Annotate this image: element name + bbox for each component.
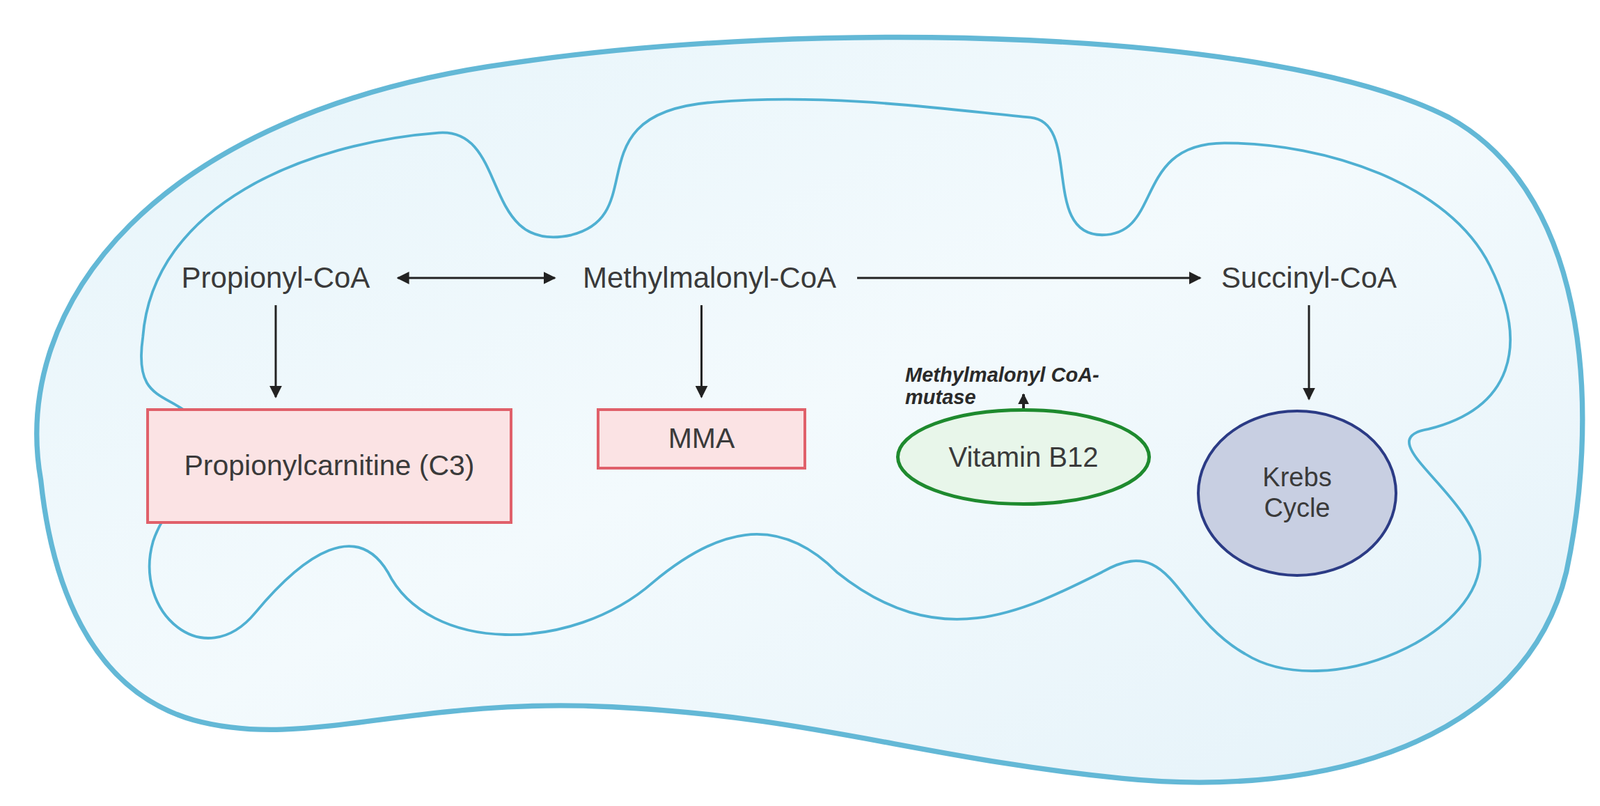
pathway-arrow [857,277,1201,280]
metabolite-label: Methylmalonyl-CoA [582,261,837,294]
pathway-arrow [275,304,278,397]
node-text: Methylmalonyl-CoA [582,261,837,294]
cofactor-arrow [1022,394,1025,409]
inner-membrane-cristae [141,99,1511,672]
outer-membrane [36,37,1583,783]
metabolite-label: Succinyl-CoA [1221,261,1397,294]
pathway-arrow [397,277,555,280]
cofactor-ellipse: Vitamin B12 [896,408,1151,506]
node-text: Succinyl-CoA [1221,261,1397,294]
pathway-arrow [700,304,703,397]
metabolite-label: Propionyl-CoA [181,261,371,294]
node-text: Vitamin B12 [948,440,1099,473]
enzyme-label: Methylmalonyl CoA-mutase [905,363,1142,409]
pathway-arrow [1308,304,1311,399]
node-text: Propionylcarnitine (C3) [183,449,475,482]
marker-box: Propionylcarnitine (C3) [146,408,513,524]
node-text: MMA [668,421,736,455]
cycle-circle: Krebs Cycle [1196,409,1398,577]
node-text: Propionyl-CoA [181,261,371,294]
node-text: Krebs Cycle [1244,462,1350,523]
marker-box: MMA [596,408,807,470]
